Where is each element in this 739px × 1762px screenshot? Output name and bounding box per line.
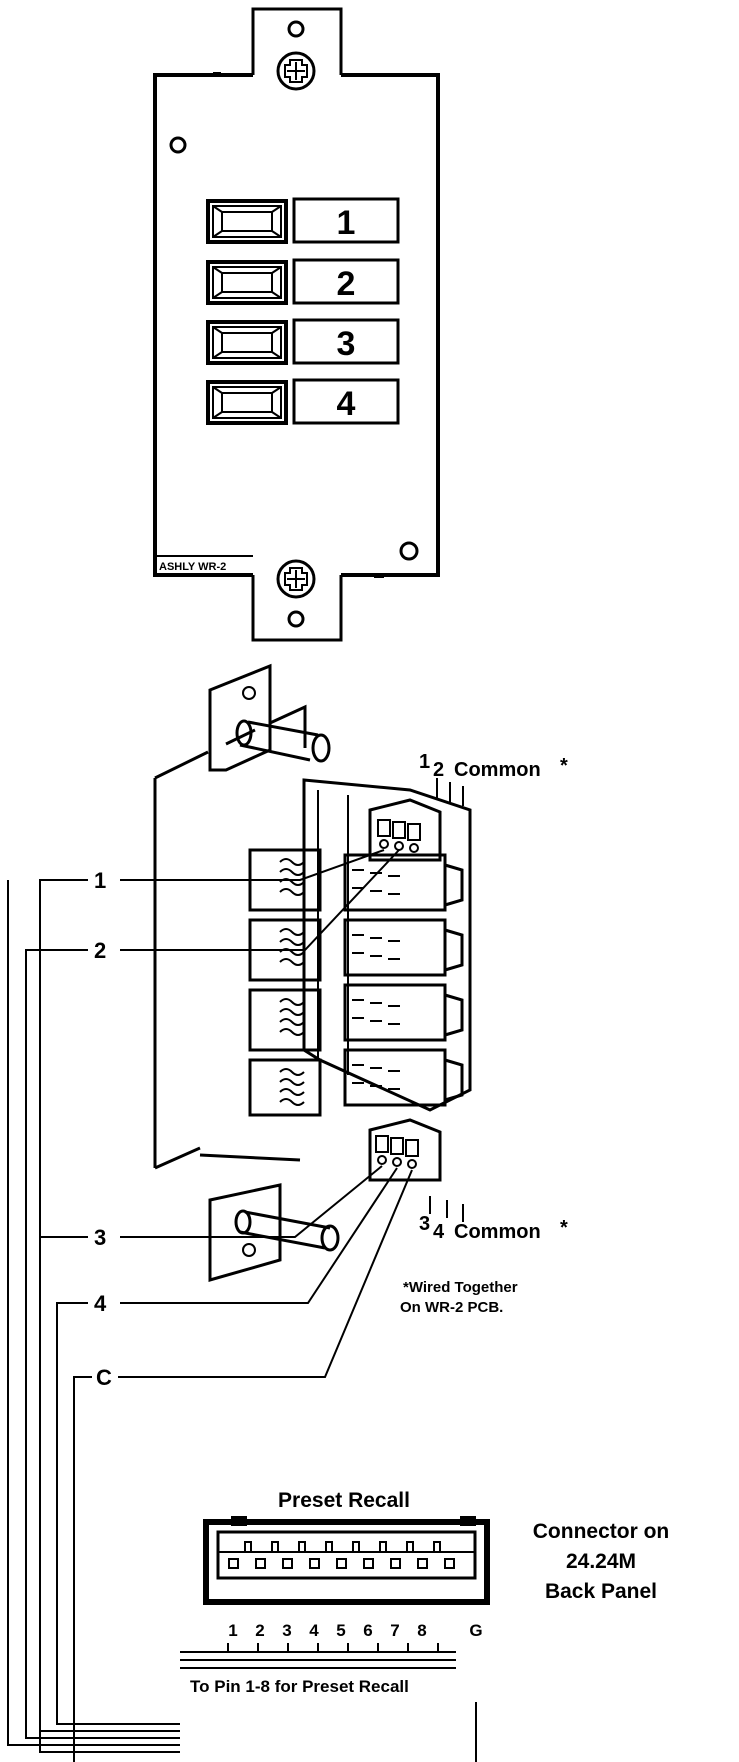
button-2[interactable]: 2 <box>206 258 400 305</box>
pin-label-7: 7 <box>390 1621 399 1640</box>
connector-pin-sockets <box>228 1541 455 1569</box>
button-label-2: 2 <box>337 265 356 303</box>
pin-label-5: 5 <box>336 1621 345 1640</box>
bottom-pin-label-4: 4 <box>433 1221 445 1243</box>
pin-label-2: 2 <box>255 1621 264 1640</box>
wires: 1 2 3 4 C <box>7 849 477 1762</box>
button-4[interactable]: 4 <box>206 378 400 425</box>
top-screw-icon <box>276 51 316 91</box>
connector-caption: To Pin 1-8 for Preset Recall <box>190 1677 409 1696</box>
wire-label-3: 3 <box>94 1225 106 1250</box>
bottom-tab-hole <box>287 610 305 628</box>
bottom-common-label: Common <box>454 1221 541 1243</box>
bottom-screw-icon <box>276 559 316 599</box>
top-mounting-tab <box>251 7 343 75</box>
switch-stack <box>248 848 322 1117</box>
pin-label-6: 6 <box>363 1621 372 1640</box>
preset-recall-connector[interactable]: Preset Recall 1 2 3 4 5 6 7 8 G <box>180 1489 669 1696</box>
note-line-1: *Wired Together <box>403 1279 518 1296</box>
wire-label-2: 2 <box>94 938 106 963</box>
pin-label-4: 4 <box>309 1621 319 1640</box>
top-screw-cross <box>284 59 308 83</box>
bottom-terminal-block[interactable] <box>368 1118 442 1182</box>
top-common-asterisk: * <box>560 755 568 777</box>
wire-label-1: 1 <box>94 868 106 893</box>
note-line-2: On WR-2 PCB. <box>400 1299 503 1316</box>
top-bracket <box>208 663 272 772</box>
rear-assembly: 1 2 Common * 3 4 Common * *Wired Togethe… <box>153 663 568 1316</box>
wire-label-4: 4 <box>94 1291 107 1316</box>
bottom-mounting-tab <box>251 575 343 642</box>
model-label: ASHLY WR-2 <box>159 561 226 573</box>
connector-side-label-2: 24.24M <box>566 1550 636 1573</box>
bottom-standoff <box>239 1210 331 1250</box>
pin-label-8: 8 <box>417 1621 426 1640</box>
connector-body <box>203 1519 490 1605</box>
top-pin-label-2: 2 <box>433 759 444 781</box>
button-1[interactable]: 1 <box>206 197 400 244</box>
panel-hole-upper-left <box>169 136 187 154</box>
top-common-label: Common <box>454 759 541 781</box>
pin-label-3: 3 <box>282 1621 291 1640</box>
wire-c <box>118 1169 413 1378</box>
connector-side-label-3: Back Panel <box>545 1580 657 1603</box>
top-terminal-block[interactable] <box>368 798 442 862</box>
pin-label-g: G <box>469 1621 482 1640</box>
panel-hole-lower-right <box>399 541 419 561</box>
top-pin-label-1: 1 <box>419 751 430 773</box>
wire-1 <box>120 849 385 881</box>
top-standoff <box>239 720 319 762</box>
panel-outline <box>153 73 440 577</box>
bottom-common-asterisk: * <box>560 1217 568 1239</box>
wire-2 <box>120 849 400 951</box>
front-panel: ASHLY WR-2 1 2 3 <box>153 7 440 642</box>
bottom-pin-label-3: 3 <box>419 1213 430 1235</box>
button-3[interactable]: 3 <box>206 318 400 365</box>
connector-side-label-1: Connector on <box>533 1520 670 1543</box>
wire-label-c: C <box>96 1365 112 1390</box>
wire-3 <box>120 1165 383 1238</box>
relay-stack <box>343 853 464 1107</box>
wire-4 <box>120 1167 398 1304</box>
button-label-4: 4 <box>337 385 356 423</box>
button-label-3: 3 <box>337 325 356 363</box>
top-tab-hole <box>287 20 305 38</box>
pin-label-1: 1 <box>228 1621 237 1640</box>
button-label-1: 1 <box>337 204 356 242</box>
connector-title: Preset Recall <box>278 1489 410 1512</box>
bottom-bracket <box>208 1183 282 1282</box>
